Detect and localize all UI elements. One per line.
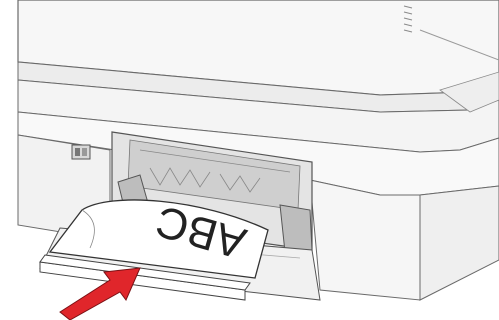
tray-indicator-icon (72, 145, 90, 159)
